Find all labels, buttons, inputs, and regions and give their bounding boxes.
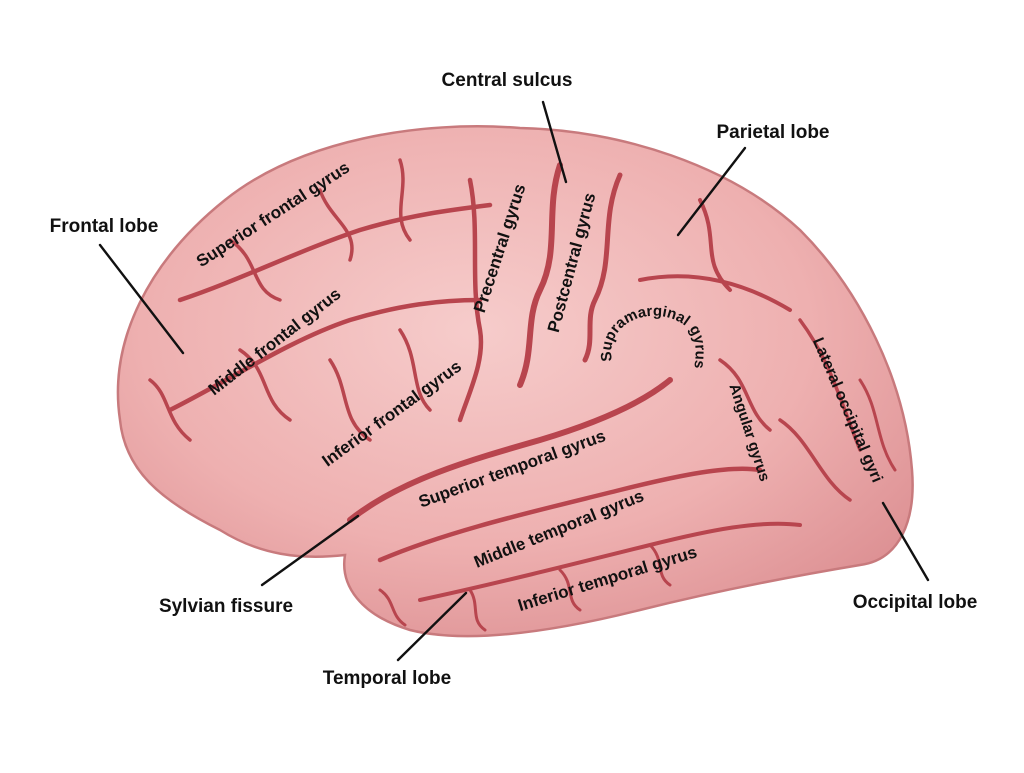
- label-occipital-lobe: Occipital lobe: [853, 592, 978, 613]
- cerebrum-shape: [116, 125, 914, 638]
- leader-temporal-lobe: [396, 591, 468, 662]
- callout-labels: Central sulcus Parietal lobe Frontal lob…: [50, 70, 978, 689]
- label-frontal-lobe: Frontal lobe: [50, 216, 159, 237]
- leader-lines: [98, 100, 930, 662]
- label-temporal-lobe: Temporal lobe: [323, 668, 451, 689]
- leader-occipital-lobe: [881, 501, 930, 582]
- leader-central-sulcus: [541, 100, 568, 184]
- label-parietal-lobe: Parietal lobe: [717, 122, 830, 143]
- leader-sylvian-fissure: [260, 514, 360, 587]
- label-central-sulcus: Central sulcus: [442, 70, 573, 91]
- label-sylvian-fissure: Sylvian fissure: [159, 596, 293, 617]
- leader-parietal-lobe: [676, 146, 747, 237]
- leader-frontal-lobe: [98, 243, 185, 355]
- cortical-folds: [148, 158, 897, 632]
